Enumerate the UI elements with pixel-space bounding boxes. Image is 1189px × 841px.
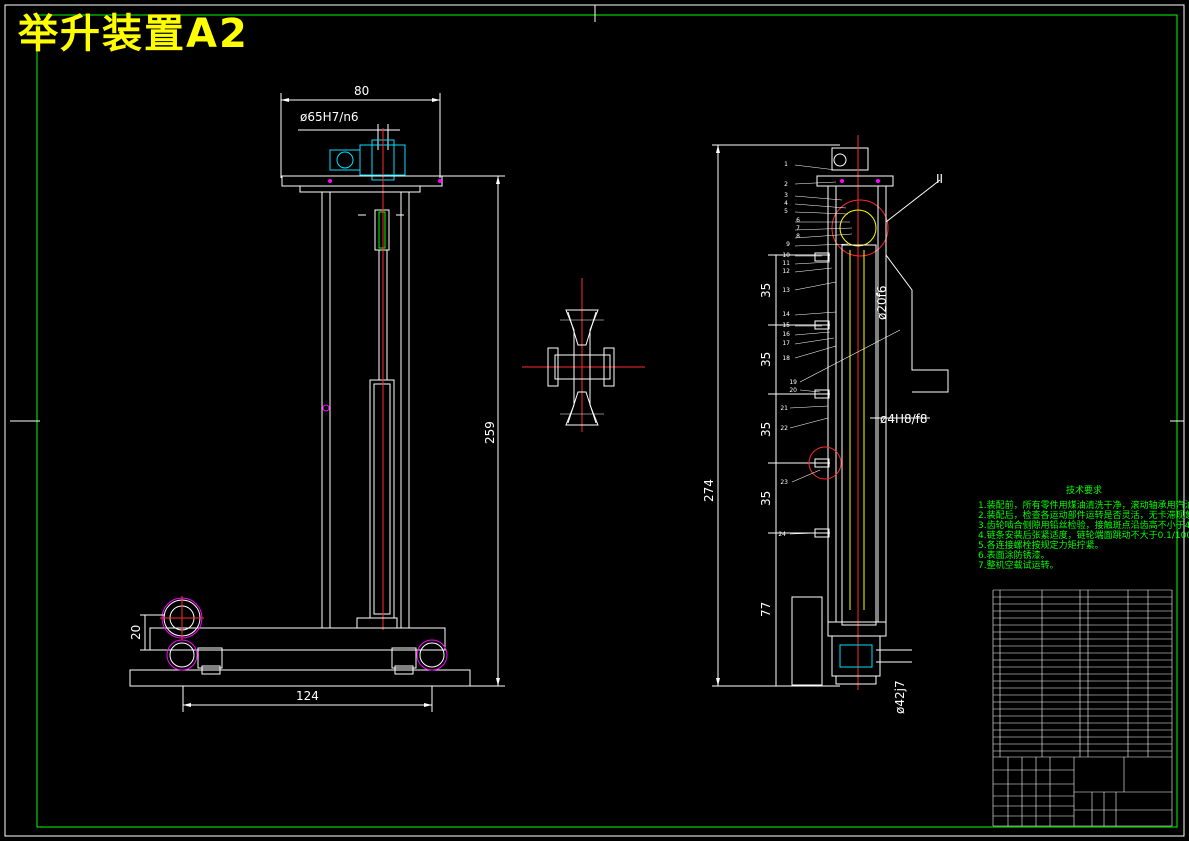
balloon-number: 6 <box>796 217 800 224</box>
balloon-number: 7 <box>796 225 800 232</box>
balloon-number: 15 <box>782 322 790 329</box>
balloon-number: 16 <box>782 331 790 338</box>
tech-heading: 技术要求 <box>1066 484 1102 496</box>
tech-line: 7.整机空载试运转。 <box>978 559 1059 571</box>
balloon-number: 14 <box>782 311 790 318</box>
balloon-leaders <box>789 164 901 535</box>
balloon-number: 19 <box>789 379 797 386</box>
side-view: 274 35 35 35 35 77 II <box>702 135 949 714</box>
tech-requirements: 技术要求 1.装配前，所有零件用煤油清洗干净，滚动轴承用汽油清洗。 2.装配后，… <box>978 484 1189 571</box>
detail-label: II <box>936 172 943 186</box>
balloon-number: 24 <box>778 531 786 538</box>
parts-list <box>992 589 1173 757</box>
title-block <box>992 756 1173 827</box>
tech-line: 3.齿轮啮合侧隙用铅丝检验，接触斑点沿齿高不小于40%。 <box>978 519 1189 531</box>
dim-tube-fit: ø4H8/f8 <box>880 412 928 426</box>
drawing-title: 举升装置A2 <box>18 11 249 57</box>
balloon-number: 4 <box>784 200 788 207</box>
balloon-number: 23 <box>780 479 788 486</box>
balloon-number: 8 <box>796 233 800 240</box>
balloon-number: 9 <box>786 241 790 248</box>
tech-line: 1.装配前，所有零件用煤油清洗干净，滚动轴承用汽油清洗。 <box>978 499 1189 511</box>
detail-circle <box>831 199 889 257</box>
outer-frame <box>4 4 1185 837</box>
balloon-number: 21 <box>780 405 788 412</box>
tech-line: 5.各连接螺栓按规定力矩拧紧。 <box>978 539 1104 551</box>
balloon-number: 10 <box>782 252 790 259</box>
dim-base-width: 124 <box>296 689 319 703</box>
dim-bottom-fit: ø42j7 <box>893 680 907 714</box>
balloon-number: 2 <box>784 181 788 188</box>
dim-shaft-dia: ø20f6 <box>875 286 889 320</box>
balloon-number: 5 <box>784 208 788 215</box>
balloon-number: 20 <box>789 387 797 394</box>
dim-pitch-1: 35 <box>759 283 773 298</box>
dim-wheel-height: 20 <box>129 625 143 640</box>
balloon-number: 3 <box>784 192 788 199</box>
balloon-number: 13 <box>782 287 790 294</box>
dim-pitch-3: 35 <box>759 422 773 437</box>
tech-line: 4.链条安装后张紧适度，链轮端面跳动不大于0.1/100mm。 <box>978 529 1189 541</box>
tech-line: 2.装配后，检查各运动部件运转是否灵活，无卡滞现象。 <box>978 509 1189 521</box>
balloon-number: 11 <box>782 260 790 267</box>
balloon-number: 17 <box>782 340 790 347</box>
balloon-number: 12 <box>782 268 790 275</box>
balloon-number: 22 <box>780 425 788 432</box>
dim-height: 259 <box>483 421 497 444</box>
dim-fit: ø65H7/n6 <box>300 110 359 124</box>
sheave-detail <box>522 278 645 432</box>
tech-line: 6.表面涂防锈漆。 <box>978 549 1050 561</box>
balloon-number: 1 <box>784 161 788 168</box>
front-view: 80 ø65H7/n6 <box>129 84 505 712</box>
dim-width-top: 80 <box>354 84 369 98</box>
dim-bottom: 77 <box>759 602 773 617</box>
balloon-number: 18 <box>782 355 790 362</box>
dim-total-height: 274 <box>702 479 716 502</box>
dim-pitch-2: 35 <box>759 352 773 367</box>
dim-pitch-4: 35 <box>759 491 773 506</box>
